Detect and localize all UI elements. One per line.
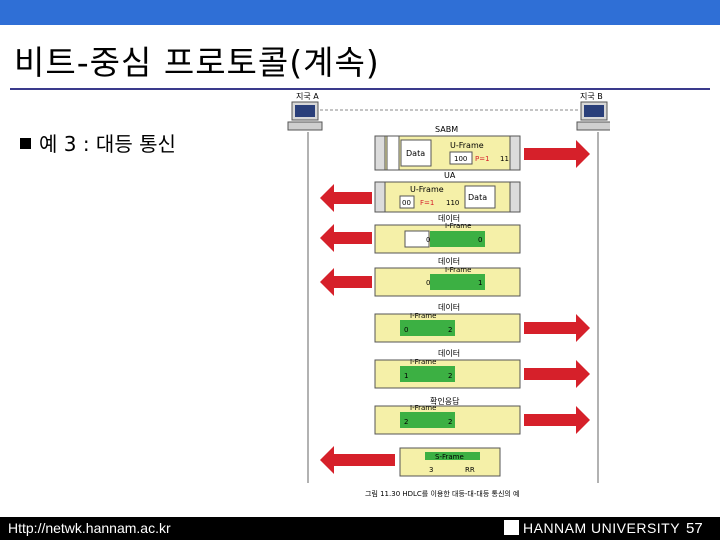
frame-sabm: SABM Data U-Frame 100 P=1 11 xyxy=(374,125,590,171)
svg-text:0: 0 xyxy=(478,236,482,244)
svg-text:S-Frame: S-Frame xyxy=(435,453,464,461)
footer-url: Http://netwk.hannam.ac.kr xyxy=(8,520,171,536)
svg-text:I-Frame: I-Frame xyxy=(410,358,436,366)
bullet-item: 예 3 : 대등 통신 xyxy=(20,128,176,157)
frame-ack: 확인응답 I-Frame 2 2 xyxy=(374,396,590,435)
figure-caption: 그림 11.30 HDLC를 이용한 대등-대-대등 통신의 예 xyxy=(365,489,519,498)
svg-text:I-Frame: I-Frame xyxy=(445,266,471,274)
svg-text:3: 3 xyxy=(429,466,433,474)
frame-data-1: 데이터 I-Frame 0 0 xyxy=(320,213,521,254)
svg-text:0: 0 xyxy=(426,279,430,287)
frame-label: 데이터 xyxy=(438,348,460,358)
slide-title: 비트-중심 프로토콜(계속) xyxy=(14,43,380,82)
frame-label: UA xyxy=(444,171,456,180)
svg-text:0: 0 xyxy=(404,326,408,334)
station-b-label: 지국 B xyxy=(580,92,603,101)
station-a: 지국 A xyxy=(287,92,323,131)
svg-text:00: 00 xyxy=(402,199,411,207)
svg-text:U-Frame: U-Frame xyxy=(410,185,444,194)
frame-label: 데이터 xyxy=(438,302,460,312)
hdlc-diagram: 지국 A 지국 B SABM Data U-Frame 100 P=1 11 U… xyxy=(287,92,610,498)
frame-s: S-Frame 3 RR xyxy=(320,446,501,477)
svg-text:110: 110 xyxy=(446,199,459,207)
station-b: 지국 B xyxy=(576,92,610,131)
station-a-label: 지국 A xyxy=(296,92,319,101)
svg-text:I-Frame: I-Frame xyxy=(410,404,436,412)
svg-text:11: 11 xyxy=(500,155,509,163)
svg-text:2: 2 xyxy=(448,418,452,426)
svg-text:2: 2 xyxy=(448,372,452,380)
frame-data-3: 데이터 I-Frame 0 2 xyxy=(374,302,590,343)
footer-university: HANNAM UNIVERSITY xyxy=(523,520,681,536)
footer-bar xyxy=(0,517,720,540)
frame-label: SABM xyxy=(435,125,458,134)
svg-text:100: 100 xyxy=(454,155,467,163)
svg-text:Data: Data xyxy=(468,193,487,202)
svg-text:F=1: F=1 xyxy=(420,199,434,207)
bullet-text: 예 3 : 대등 통신 xyxy=(39,132,176,156)
frame-data-2: 데이터 I-Frame 0 1 xyxy=(320,256,521,297)
frame-ua: UA U-Frame 00 F=1 110 Data xyxy=(320,171,521,213)
bullet-square-icon xyxy=(20,138,31,149)
svg-text:U-Frame: U-Frame xyxy=(450,141,484,150)
svg-text:I-Frame: I-Frame xyxy=(445,222,471,230)
svg-text:2: 2 xyxy=(404,418,408,426)
page-number: 57 xyxy=(686,520,703,537)
svg-text:P=1: P=1 xyxy=(475,155,490,163)
top-bar xyxy=(0,0,720,25)
svg-text:2: 2 xyxy=(448,326,452,334)
university-logo-icon xyxy=(504,520,519,535)
svg-text:RR: RR xyxy=(465,466,475,474)
svg-text:0: 0 xyxy=(426,236,430,244)
frame-data-4: 데이터 I-Frame 1 2 xyxy=(374,348,590,389)
frame-label: 데이터 xyxy=(438,213,460,223)
title-divider xyxy=(10,88,710,90)
svg-text:Data: Data xyxy=(406,149,425,158)
frame-label: 데이터 xyxy=(438,256,460,266)
svg-text:I-Frame: I-Frame xyxy=(410,312,436,320)
frame-label: 확인응답 xyxy=(430,396,460,406)
svg-text:1: 1 xyxy=(478,279,482,287)
svg-text:1: 1 xyxy=(404,372,408,380)
